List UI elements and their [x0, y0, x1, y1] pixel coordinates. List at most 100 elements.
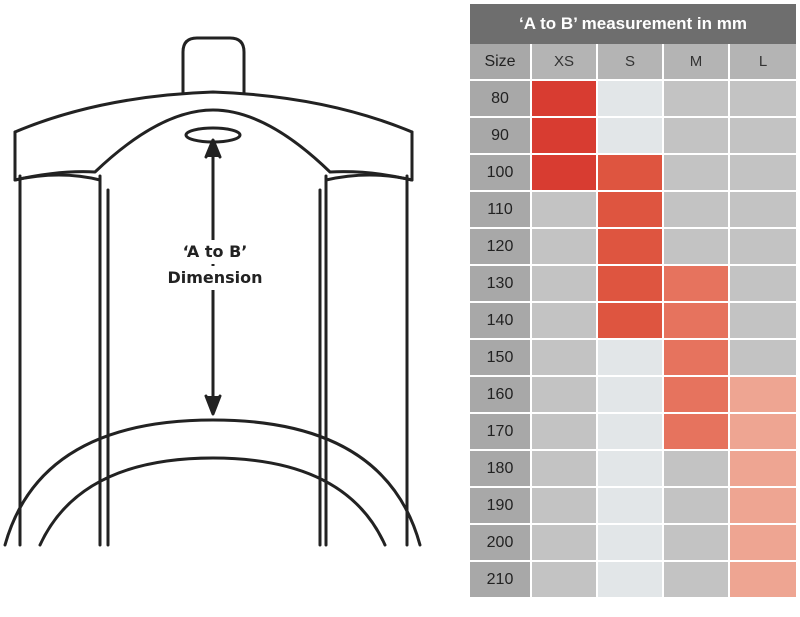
- fit-cell-xs: [532, 340, 598, 377]
- fit-cell-xs: [532, 488, 598, 525]
- right-stanchion: [324, 174, 409, 547]
- size-value: 90: [470, 118, 532, 155]
- fit-cell-m: [664, 192, 730, 229]
- fit-cell-m: [664, 525, 730, 562]
- fit-cell-xs: [532, 303, 598, 340]
- fit-cell-xs: [532, 81, 598, 118]
- fit-cell-m: [664, 266, 730, 303]
- size-value: 120: [470, 229, 532, 266]
- fit-cell-l: [730, 229, 796, 266]
- crown-top: [13, 90, 414, 152]
- table-row: 190: [470, 488, 796, 525]
- table-row: 160: [470, 377, 796, 414]
- size-value: 190: [470, 488, 532, 525]
- fit-cell-l: [730, 525, 796, 562]
- dimension-label-line1: ‘A to B’: [150, 240, 280, 264]
- table-row: 130: [470, 266, 796, 303]
- fit-cell-m: [664, 229, 730, 266]
- crown-body: [13, 108, 414, 182]
- fit-cell-s: [598, 229, 664, 266]
- fit-cell-s: [598, 155, 664, 192]
- fit-cell-l: [730, 488, 796, 525]
- fit-cell-l: [730, 155, 796, 192]
- fit-cell-s: [598, 303, 664, 340]
- fit-cell-l: [730, 266, 796, 303]
- header-size: Size: [470, 44, 532, 81]
- size-value: 140: [470, 303, 532, 340]
- table-row: 80: [470, 81, 796, 118]
- fit-cell-xs: [532, 414, 598, 451]
- fit-cell-m: [664, 155, 730, 192]
- fit-cell-m: [664, 81, 730, 118]
- table-row: 90: [470, 118, 796, 155]
- header-s: S: [598, 44, 664, 81]
- fit-cell-m: [664, 414, 730, 451]
- fit-cell-m: [664, 451, 730, 488]
- size-value: 200: [470, 525, 532, 562]
- fit-cell-l: [730, 81, 796, 118]
- fit-cell-xs: [532, 562, 598, 599]
- table-row: 200: [470, 525, 796, 562]
- table-row: 140: [470, 303, 796, 340]
- size-value: 150: [470, 340, 532, 377]
- fit-cell-xs: [532, 525, 598, 562]
- fit-cell-s: [598, 340, 664, 377]
- fit-cell-l: [730, 451, 796, 488]
- header-l: L: [730, 44, 796, 81]
- fit-cell-s: [598, 377, 664, 414]
- fit-cell-m: [664, 118, 730, 155]
- fit-cell-l: [730, 303, 796, 340]
- fork-crown-diagram: ‘A to B’ Dimension: [3, 36, 422, 547]
- table-header-row: Size XS S M L: [470, 44, 796, 81]
- fit-cell-s: [598, 414, 664, 451]
- size-value: 170: [470, 414, 532, 451]
- size-value: 130: [470, 266, 532, 303]
- fit-cell-xs: [532, 192, 598, 229]
- header-xs: XS: [532, 44, 598, 81]
- tire-arch: [3, 418, 422, 547]
- arrow-head-bottom: [204, 394, 222, 416]
- size-value: 160: [470, 377, 532, 414]
- fit-cell-m: [664, 377, 730, 414]
- fit-cell-s: [598, 525, 664, 562]
- fit-cell-s: [598, 192, 664, 229]
- fit-cell-l: [730, 192, 796, 229]
- fit-cell-m: [664, 562, 730, 599]
- fit-cell-s: [598, 81, 664, 118]
- size-value: 80: [470, 81, 532, 118]
- fit-cell-l: [730, 340, 796, 377]
- fit-cell-m: [664, 340, 730, 377]
- fit-cell-s: [598, 266, 664, 303]
- fit-cell-s: [598, 451, 664, 488]
- fit-cell-xs: [532, 155, 598, 192]
- size-value: 110: [470, 192, 532, 229]
- fit-cell-m: [664, 488, 730, 525]
- fit-cell-xs: [532, 229, 598, 266]
- fit-cell-xs: [532, 118, 598, 155]
- table-row: 150: [470, 340, 796, 377]
- fit-cell-s: [598, 488, 664, 525]
- fork-drawing: [3, 36, 422, 547]
- header-m: M: [664, 44, 730, 81]
- table-row: 170: [470, 414, 796, 451]
- fit-cell-l: [730, 414, 796, 451]
- fit-cell-m: [664, 303, 730, 340]
- fit-cell-xs: [532, 451, 598, 488]
- fit-cell-xs: [532, 377, 598, 414]
- fit-cell-s: [598, 118, 664, 155]
- dimension-label-line2: Dimension: [150, 266, 280, 290]
- size-table: ‘A to B’ measurement in mm Size XS S M L…: [470, 4, 796, 599]
- size-value: 100: [470, 155, 532, 192]
- fit-cell-xs: [532, 266, 598, 303]
- table-row: 210: [470, 562, 796, 599]
- table-row: 110: [470, 192, 796, 229]
- fit-cell-l: [730, 118, 796, 155]
- size-value: 210: [470, 562, 532, 599]
- steerer-tube: [181, 36, 246, 108]
- arrow-head-top: [204, 138, 222, 159]
- size-value: 180: [470, 451, 532, 488]
- fit-cell-s: [598, 562, 664, 599]
- fit-cell-l: [730, 562, 796, 599]
- table-row: 180: [470, 451, 796, 488]
